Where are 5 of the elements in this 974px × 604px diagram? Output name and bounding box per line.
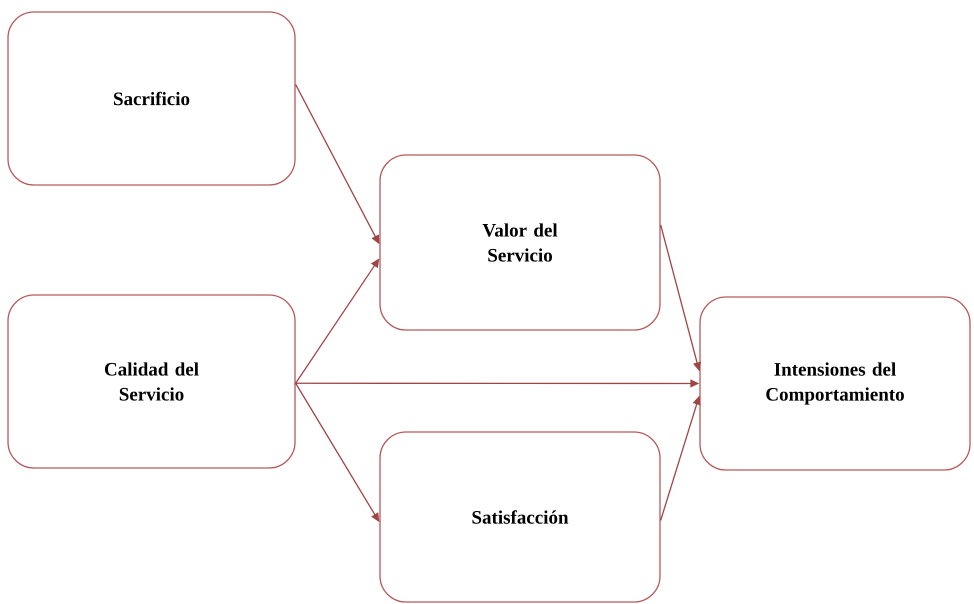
process-box: Valor del Servicio bbox=[379, 154, 661, 331]
process-box: Intensiones del Comportamiento bbox=[699, 296, 971, 471]
process-box: Sacrificio bbox=[7, 11, 296, 186]
process-box: Calidad del Servicio bbox=[7, 294, 296, 469]
process-box: Satisfacción bbox=[379, 431, 661, 603]
